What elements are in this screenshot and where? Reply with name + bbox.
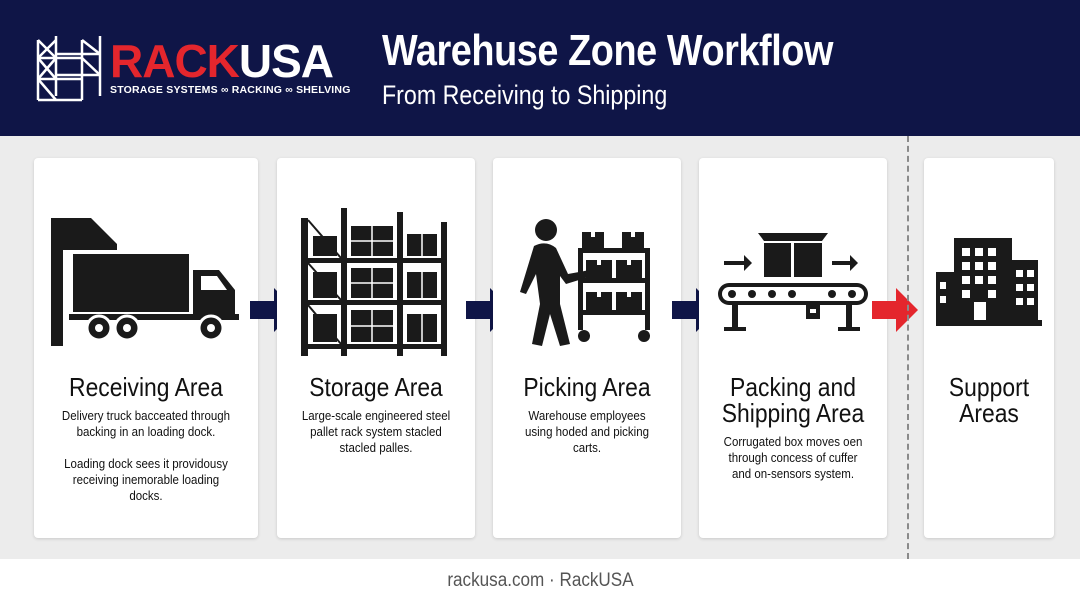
rack-logo-icon — [36, 36, 102, 102]
zone-description-line: Loading dock sees it providousy receivin… — [64, 457, 228, 503]
buildings-icon — [924, 208, 1054, 358]
zone-title-line: Shipping Area — [721, 398, 865, 428]
brand-tagline: STORAGE SYSTEMS ∞ RACKING ∞ SHELVING — [110, 84, 351, 96]
footer-link[interactable]: rackusa.com · RackUSA — [446, 570, 634, 591]
truck-dock-icon — [34, 208, 258, 358]
zone-title: Packing and Shipping Area — [710, 374, 875, 426]
zone-title: Storage Area — [309, 372, 443, 402]
zone-card-storage: Storage Area Large-scale engineered stee… — [277, 158, 475, 538]
section-divider — [907, 136, 909, 559]
brand-name-white: USA — [238, 35, 334, 87]
zone-title: Picking Area — [523, 372, 651, 402]
zone-title-line: Packing and — [730, 372, 856, 402]
rackusa-logo[interactable]: RACKUSA STORAGE SYSTEMS ∞ RACKING ∞ SHEL… — [34, 34, 350, 104]
zone-description-line: Large-scale engineered steel pallet rack… — [301, 409, 451, 455]
pallet-rack-icon — [277, 208, 475, 358]
footer: rackusa.com · RackUSA — [0, 559, 1080, 603]
zone-title: Receiving Area — [69, 372, 223, 402]
zone-description-line: Corrugated box moves oen through concess… — [723, 435, 863, 481]
zone-description: Warehouse employees using hoded and pick… — [513, 408, 660, 472]
zone-title-line: Areas — [959, 398, 1019, 428]
brand-name: RACKUSA — [110, 35, 334, 87]
zone-description-line: Warehouse employees using hoded and pick… — [524, 409, 650, 455]
page-title: Warehuse Zone Workflow — [382, 26, 833, 75]
zone-title-line: Support — [948, 372, 1030, 402]
zone-description: Large-scale engineered steel pallet rack… — [298, 408, 454, 472]
flow-arrow-red-icon — [872, 288, 918, 332]
zone-description: Corrugated box moves oen through concess… — [719, 434, 866, 498]
zone-description: Delivery truck bacceated through backing… — [56, 408, 236, 520]
worker-cart-icon — [493, 208, 681, 358]
zone-card-picking: Picking Area Warehouse employees using h… — [493, 158, 681, 538]
zone-title: Support Areas — [932, 374, 1046, 426]
brand-name-red: RACK — [110, 35, 240, 87]
conveyor-box-icon — [699, 208, 887, 358]
zone-card-support: Support Areas — [924, 158, 1054, 538]
zone-description-line: Delivery truck bacceated through backing… — [61, 409, 231, 439]
header-banner: RACKUSA STORAGE SYSTEMS ∞ RACKING ∞ SHEL… — [0, 0, 1080, 136]
page-subtitle: From Receiving to Shipping — [382, 80, 668, 110]
zone-card-receiving: Receiving Area Delivery truck bacceated … — [34, 158, 258, 538]
zone-card-packing-shipping: Packing and Shipping Area Corrugated box… — [699, 158, 887, 538]
